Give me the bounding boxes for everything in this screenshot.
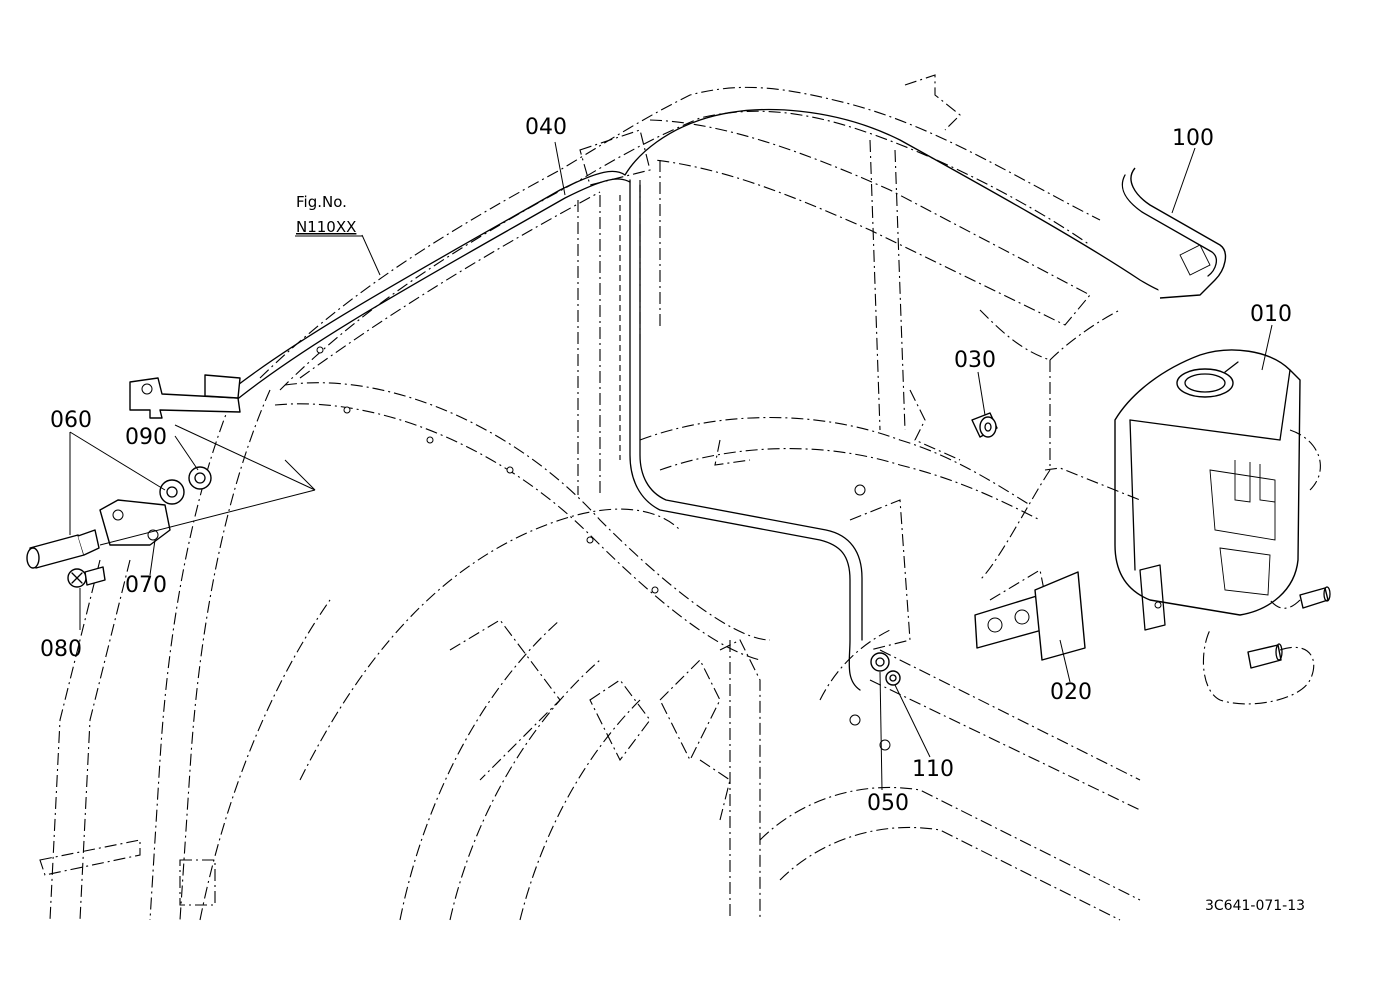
callout-110: 110 [912, 757, 954, 782]
part-010-washer-tank [1044, 309, 1331, 705]
leader-lines [69, 141, 1273, 791]
callout-100: 100 [1172, 126, 1214, 151]
callout-040: 040 [525, 115, 567, 140]
frame-holes [316, 261, 1174, 751]
part-020-plate [974, 571, 1086, 661]
part-050-110-nozzle [870, 652, 901, 686]
part-100-rod [1121, 167, 1227, 299]
callout-050: 050 [867, 791, 909, 816]
callout-070: 070 [125, 573, 167, 598]
drawing-code: 3C641-071-13 [1205, 898, 1305, 914]
callout-030: 030 [954, 348, 996, 373]
part-060-090-bracket-group [26, 374, 316, 588]
cab-frame [39, 74, 1141, 921]
callout-080: 080 [40, 637, 82, 662]
part-030-grommet [971, 412, 998, 438]
figure-ref-line2: N110XX [296, 218, 356, 236]
callout-020: 020 [1050, 680, 1092, 705]
callout-010: 010 [1250, 302, 1292, 327]
callout-090: 090 [125, 425, 167, 450]
callout-060: 060 [50, 408, 92, 433]
washer-hose [224, 108, 1181, 691]
figure-ref-line1: Fig.No. [296, 193, 347, 211]
